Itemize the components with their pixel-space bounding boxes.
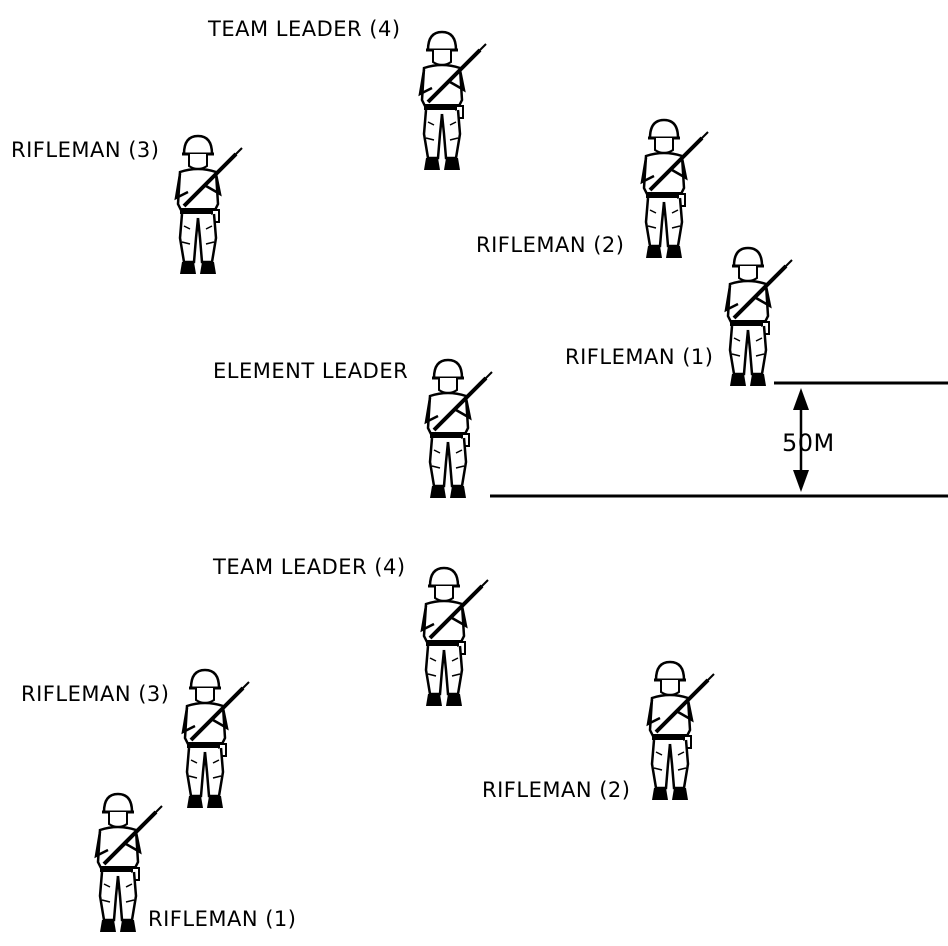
- distance-label: 50M: [782, 429, 835, 457]
- rifleman-1-top-figure: [724, 246, 794, 388]
- label-rifleman-1-bottom: RIFLEMAN (1): [148, 907, 297, 931]
- team-leader-bottom-figure: [420, 566, 490, 708]
- rifleman-2-top-figure: [640, 118, 710, 260]
- label-rifleman-2-bottom: RIFLEMAN (2): [482, 778, 631, 802]
- label-rifleman-3-top: RIFLEMAN (3): [11, 138, 160, 162]
- label-rifleman-3-bottom: RIFLEMAN (3): [21, 682, 170, 706]
- rifleman-2-bottom-figure: [646, 660, 716, 802]
- team-leader-top-figure: [418, 30, 488, 172]
- rifleman-3-top-figure: [174, 134, 244, 276]
- element-leader-figure: [424, 358, 494, 500]
- label-team-leader-bottom: TEAM LEADER (4): [213, 555, 406, 579]
- label-rifleman-2-top: RIFLEMAN (2): [476, 233, 625, 257]
- label-element-leader: ELEMENT LEADER: [213, 359, 409, 383]
- distance-arrow: [793, 388, 809, 492]
- rifleman-3-bottom-figure: [181, 668, 251, 810]
- label-rifleman-1-top: RIFLEMAN (1): [565, 345, 714, 369]
- label-team-leader-top: TEAM LEADER (4): [208, 17, 401, 41]
